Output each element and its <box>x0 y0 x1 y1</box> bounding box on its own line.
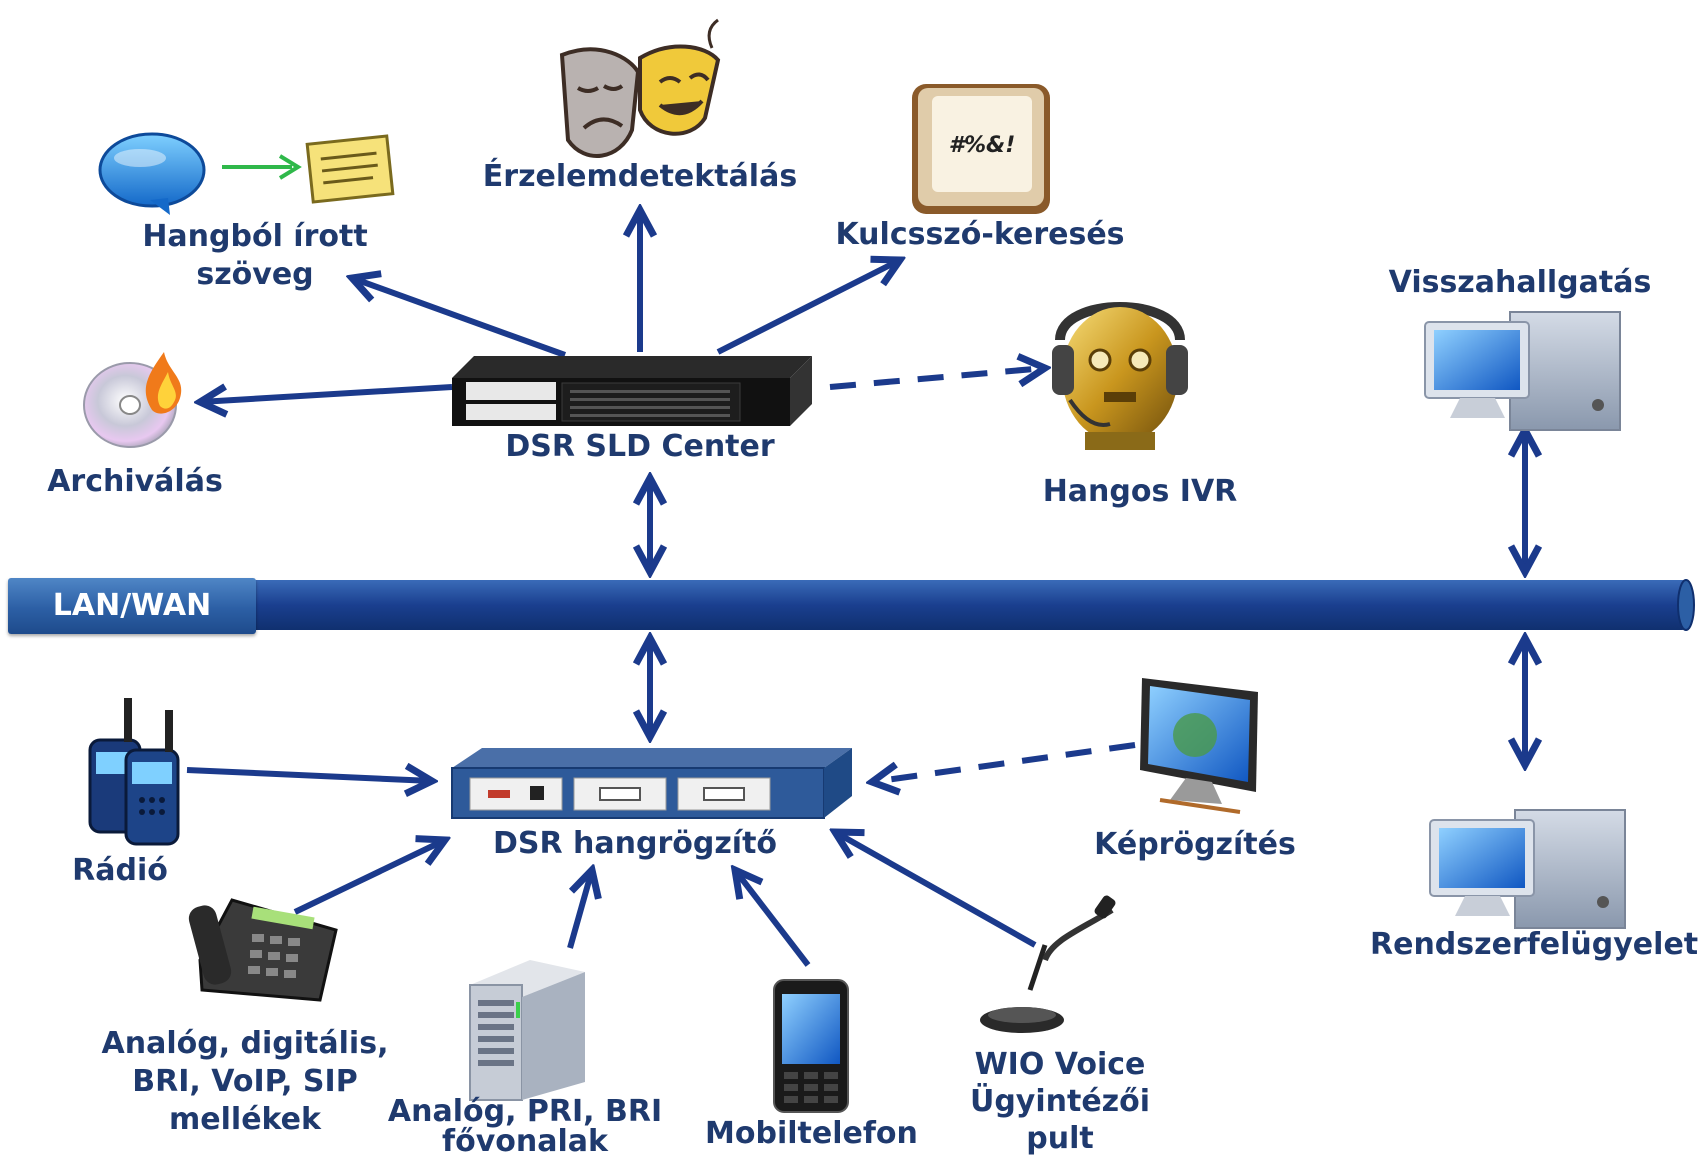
rack-recorder-icon <box>451 748 852 819</box>
tower-server-icon <box>469 960 585 1101</box>
desktop-computer-icon <box>1429 809 1626 929</box>
speech-bubble-to-note-icon <box>98 132 395 215</box>
arrow-trunks-to-recorder <box>567 870 592 949</box>
lan-wan-label: LAN/WAN <box>8 578 256 634</box>
theater-masks-icon <box>559 18 721 158</box>
dsr-sld-center-label: DSR SLD Center <box>505 429 775 464</box>
arrow-mobile-to-recorder <box>735 870 811 967</box>
radio-label: Rádió <box>72 853 168 888</box>
robot-headset-icon <box>1052 302 1188 450</box>
arrow-center-to-speech <box>352 278 567 358</box>
monitor-icon <box>1140 678 1258 814</box>
arrow-center-to-ivr <box>829 368 1045 390</box>
mobile-phone-icon <box>773 979 849 1113</box>
arrow-radio-to-recorder <box>186 770 432 781</box>
mobile-label: Mobiltelefon <box>705 1116 918 1151</box>
keyword-glyph: #%&! <box>948 133 1016 158</box>
extensions-line-1: Analóg, digitális, <box>101 1026 389 1061</box>
ivr-label: Hangos IVR <box>1042 474 1238 509</box>
speech-to-text-line-2: szöveg <box>196 257 314 292</box>
extensions-line-2: BRI, VoIP, SIP <box>132 1064 358 1099</box>
burning-cd-icon <box>83 352 182 448</box>
admin-label: Rendszerfelügyelet <box>1370 927 1699 962</box>
desktop-computer-icon <box>1424 311 1621 431</box>
arrow-center-to-archive <box>200 387 453 402</box>
trunks-line-1: Analóg, PRI, BRI <box>387 1094 663 1129</box>
arrow-desk-to-recorder <box>835 832 1037 948</box>
lan-bus <box>230 579 1695 631</box>
desk-label: WIO Voice Ügyintézői pult <box>960 1046 1160 1157</box>
gooseneck-microphone-icon <box>980 895 1116 1033</box>
trunks-label: Analóg, PRI, BRI fővonalak <box>385 1097 665 1157</box>
archive-label: Archiválás <box>47 464 223 499</box>
desk-line-3: pult <box>1026 1121 1094 1156</box>
arrow-screen-to-recorder <box>872 742 1136 782</box>
desk-line-2: Ügyintézői <box>969 1084 1151 1119</box>
rack-server-icon <box>452 356 812 426</box>
arrow-extensions-to-recorder <box>293 840 445 915</box>
extensions-line-3: mellékek <box>169 1102 321 1137</box>
speech-to-text-label: Hangból írott szöveg <box>130 218 380 294</box>
emotion-detection-label: Érzelemdetektálás <box>482 159 798 194</box>
walkie-talkie-icon <box>88 698 180 846</box>
dsr-recorder-label: DSR hangrögzítő <box>492 826 778 861</box>
desk-phone-icon <box>188 898 338 1002</box>
arrow-center-to-keyword <box>716 260 900 355</box>
trunks-line-2: fővonalak <box>442 1124 608 1159</box>
screen-recording-label: Képrögzítés <box>1094 827 1296 862</box>
keyword-search-label: Kulcsszó-keresés <box>835 217 1125 252</box>
desk-line-1: WIO Voice <box>974 1047 1146 1082</box>
keyboard-key-icon <box>912 84 1050 214</box>
extensions-label: Analóg, digitális, BRI, VoIP, SIP mellék… <box>95 1025 395 1139</box>
playback-label: Visszahallgatás <box>1388 265 1652 300</box>
speech-to-text-line-1: Hangból írott <box>142 219 368 254</box>
connection-arrows <box>186 210 1525 967</box>
